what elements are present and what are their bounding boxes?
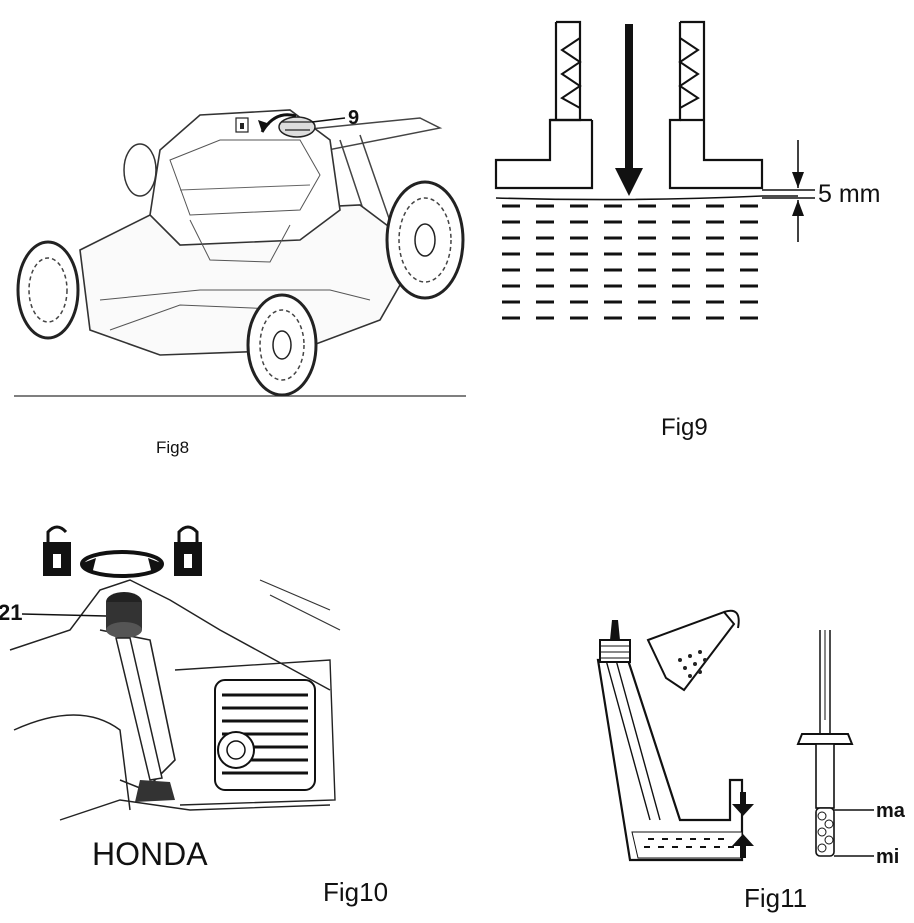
fig10-callout-number: 21 [0,600,22,625]
fig8-caption: Fig8 [156,438,190,457]
dipstick-min-label: mi [876,846,899,868]
honda-brand-label: HONDA [92,836,208,872]
gap-dimension-label: 5 mm [818,180,881,208]
lawn-mower-illustration: 9 [14,107,466,397]
fig8-panel: 9 Fig8 [0,0,480,460]
oil-fill-illustration: ma mi [596,609,906,868]
cutting-gap-diagram: 5 mm [494,20,881,320]
fig8-callout-number: 9 [348,107,359,129]
fig11-caption: Fig11 [744,883,808,913]
fig9-panel: 5 mm Fig9 [480,0,914,460]
honda-engine-illustration: 21 [0,525,341,821]
fig10-panel: 21 HONDA Fig10 [0,520,480,923]
fig9-caption: Fig9 [661,414,708,441]
fig10-caption: Fig10 [323,877,389,907]
fig11-panel: ma mi Fig11 [480,520,914,923]
dipstick-max-label: ma [876,800,906,822]
